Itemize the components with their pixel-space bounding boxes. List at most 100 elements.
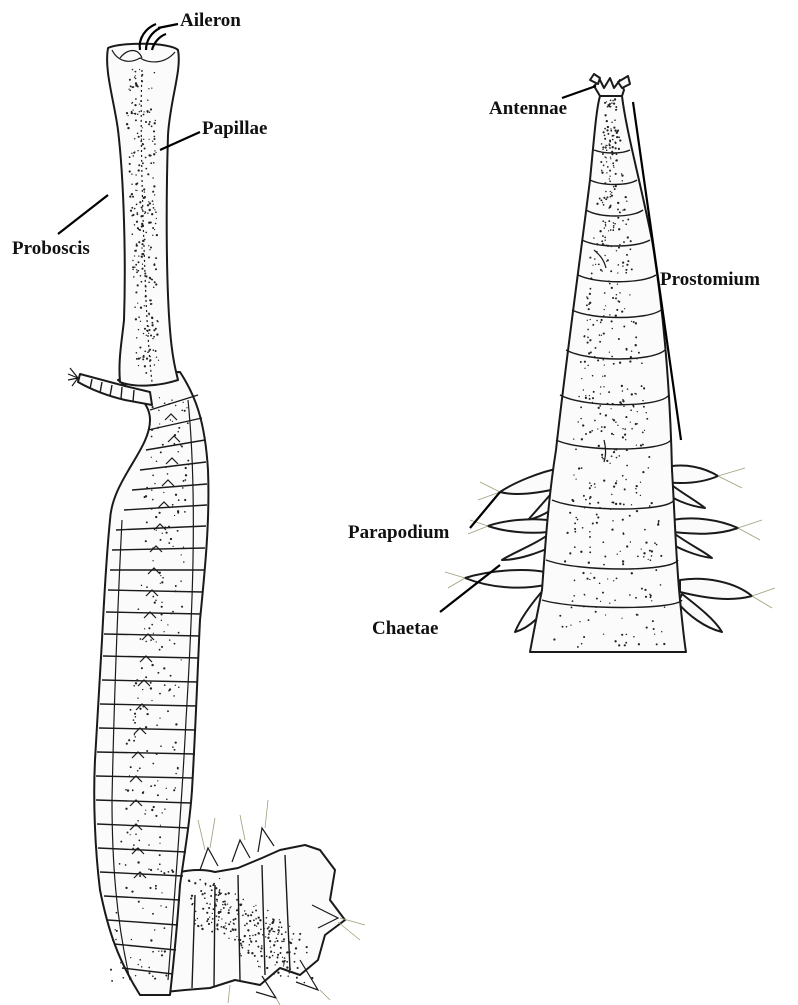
stipple-dot <box>579 621 580 622</box>
stipple-dot <box>614 223 616 225</box>
stipple-dot <box>151 700 152 701</box>
stipple-dot <box>152 140 153 141</box>
stipple-dot <box>589 531 591 533</box>
stipple-dot <box>596 514 598 516</box>
stipple-dot <box>144 213 145 214</box>
stipple-dot <box>596 251 597 252</box>
stipple-dot <box>131 890 133 892</box>
stipple-dot <box>607 133 609 135</box>
stipple-dot <box>604 255 605 256</box>
stipple-dot <box>215 903 217 905</box>
stipple-dot <box>216 915 218 917</box>
stipple-dot <box>284 957 286 959</box>
stipple-dot <box>642 444 644 446</box>
stipple-dot <box>613 165 614 166</box>
stipple-dot <box>604 128 606 130</box>
stipple-dot <box>611 356 613 358</box>
stipple-dot <box>153 207 155 209</box>
stipple-dot <box>630 409 632 411</box>
stipple-dot <box>589 293 591 295</box>
stipple-dot <box>146 586 148 588</box>
stipple-dot <box>655 569 657 571</box>
stipple-dot <box>159 863 161 865</box>
stipple-dot <box>566 626 568 628</box>
stipple-dot <box>149 249 150 250</box>
stipple-dot <box>597 252 598 253</box>
stipple-dot <box>646 418 648 420</box>
stipple-dot <box>613 222 615 224</box>
stipple-dot <box>137 270 139 272</box>
stipple-dot <box>627 236 629 238</box>
stipple-dot <box>637 423 638 424</box>
stipple-dot <box>601 270 602 271</box>
stipple-dot <box>156 333 158 335</box>
leader-aileron <box>158 24 178 28</box>
stipple-dot <box>178 499 180 501</box>
stipple-dot <box>258 966 259 967</box>
stipple-dot <box>580 418 581 419</box>
stipple-dot <box>215 905 217 907</box>
stipple-dot <box>598 407 600 409</box>
stipple-dot <box>642 400 643 401</box>
stipple-dot <box>606 161 607 162</box>
stipple-dot <box>159 854 161 856</box>
stipple-dot <box>161 954 163 956</box>
stipple-dot <box>228 912 230 914</box>
stipple-dot <box>612 100 614 102</box>
stipple-dot <box>624 488 626 490</box>
stipple-dot <box>595 607 597 609</box>
stipple-dot <box>211 931 213 933</box>
stipple-dot <box>205 884 206 885</box>
stipple-dot <box>630 421 631 422</box>
stipple-dot <box>144 272 146 274</box>
stipple-dot <box>140 215 142 217</box>
stipple-dot <box>610 156 611 157</box>
stipple-dot <box>654 633 655 634</box>
stipple-dot <box>130 766 132 768</box>
stipple-dot <box>640 444 642 446</box>
stipple-dot <box>635 597 637 599</box>
stipple-dot <box>596 203 598 205</box>
label-parapodium: Parapodium <box>348 522 450 543</box>
stipple-dot <box>157 780 158 781</box>
stipple-dot <box>586 296 588 298</box>
stipple-dot <box>151 509 152 510</box>
stipple-dot <box>306 952 308 954</box>
stipple-dot <box>592 522 594 524</box>
stipple-dot <box>149 202 151 204</box>
stipple-dot <box>234 918 236 920</box>
stipple-dot <box>606 120 608 122</box>
stipple-dot <box>215 887 217 889</box>
stipple-dot <box>166 799 168 801</box>
stipple-dot <box>604 375 606 377</box>
stipple-dot <box>581 643 583 645</box>
stipple-dot <box>596 598 598 600</box>
stipple-dot <box>641 385 643 387</box>
stipple-dot <box>593 577 595 579</box>
stipple-dot <box>283 965 284 966</box>
stipple-dot <box>184 499 186 501</box>
stipple-dot <box>150 939 152 941</box>
stipple-dot <box>603 633 604 634</box>
stipple-dot <box>140 357 141 358</box>
stipple-dot <box>135 264 137 266</box>
stipple-dot <box>139 111 140 112</box>
stipple-dot <box>263 930 264 931</box>
stipple-dot <box>154 281 156 283</box>
worm-anterior-detail-drawing <box>445 74 775 652</box>
stipple-dot <box>137 150 138 151</box>
stipple-dot <box>138 357 140 359</box>
stipple-dot <box>143 188 145 190</box>
stipple-dot <box>601 319 603 321</box>
stipple-dot <box>148 868 150 870</box>
stipple-dot <box>609 351 610 352</box>
stipple-dot <box>280 952 282 954</box>
stipple-dot <box>138 608 140 610</box>
stipple-dot <box>164 402 166 404</box>
stipple-dot <box>589 551 591 553</box>
stipple-dot <box>137 114 139 116</box>
stipple-dot <box>157 794 159 796</box>
stipple-dot <box>664 606 666 608</box>
stipple-dot <box>255 905 256 906</box>
stipple-dot <box>617 554 618 555</box>
